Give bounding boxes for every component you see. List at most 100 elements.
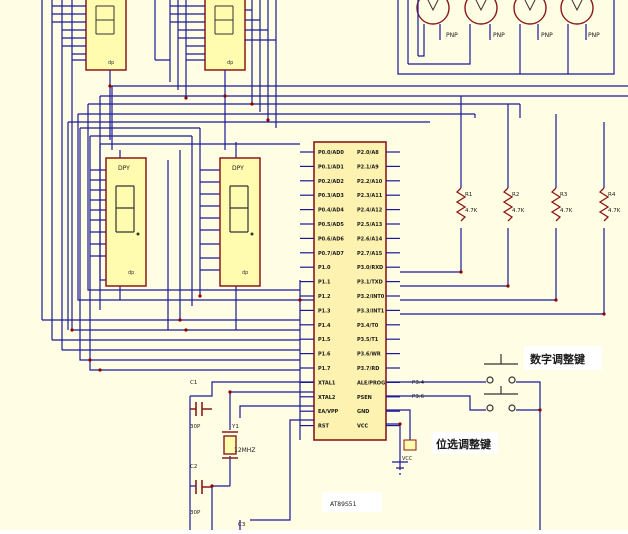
display-3: dp xyxy=(105,157,147,287)
junction-dot xyxy=(198,294,202,298)
mcu-pin-right-label: P3.5/T1 xyxy=(357,337,379,343)
capacitor-c1 xyxy=(190,402,212,416)
transistor-q2 xyxy=(464,0,498,25)
junction-dot xyxy=(298,298,302,302)
resistor-ref-2: R2 xyxy=(512,192,519,198)
mcu-pin-right-label: P2.0/A8 xyxy=(357,150,379,156)
transistor-q4 xyxy=(560,0,594,25)
mcu-pin-left-label: XTAL1 xyxy=(318,380,336,386)
vcc-marker xyxy=(403,439,417,451)
button-label-1: 数字调整键 xyxy=(530,352,586,366)
mcu-pin-left-label: EA/VPP xyxy=(318,409,339,415)
capacitor-label-c2: C2 xyxy=(190,464,197,470)
junction-dot xyxy=(108,84,112,88)
mcu-pin-right-label: PSEN xyxy=(357,395,372,401)
mcu-pin-left-label: P0.7/AD7 xyxy=(318,251,344,257)
svg-text:dp: dp xyxy=(128,270,134,276)
chip-label: AT89S51 xyxy=(330,501,357,508)
mcu-pin-left-label: P0.1/AD1 xyxy=(318,164,344,170)
junction-dots xyxy=(70,84,606,488)
mcu-pin-left-label: P1.5 xyxy=(318,337,331,343)
crystal-ref: Y1 xyxy=(231,424,239,430)
resistor-wires xyxy=(460,96,605,314)
svg-text:dp: dp xyxy=(242,270,248,276)
display-4: dp xyxy=(219,157,261,287)
resistor-r4 xyxy=(598,187,610,222)
segment-bus-wires xyxy=(41,0,300,371)
transistor-label-3: PNP xyxy=(541,32,553,39)
transistor-label-4: PNP xyxy=(588,32,600,39)
button-label-box-1 xyxy=(524,346,602,370)
junction-dot xyxy=(228,390,232,394)
junction-dot xyxy=(178,318,182,322)
mcu-pin-left-label: P0.4/AD4 xyxy=(318,208,344,214)
svg-text:dp: dp xyxy=(108,60,114,66)
button-wires xyxy=(386,381,541,530)
transistor-q1 xyxy=(416,0,450,25)
mcu-pin-right-label: P3.3/INT1 xyxy=(357,308,385,314)
capacitor-c2 xyxy=(195,480,212,494)
resistor-ref-1: R1 xyxy=(465,192,472,198)
capacitor-value-c1: 30P xyxy=(190,424,201,430)
resistor-r2 xyxy=(502,187,514,222)
transistor-q3 xyxy=(513,0,547,25)
mcu-pin-right-label: P2.2/A10 xyxy=(357,179,383,185)
svg-text:dp: dp xyxy=(227,60,233,66)
mcu-pin-right-label: P2.7/A15 xyxy=(357,251,383,257)
mcu-pin-left-label: P1.2 xyxy=(318,294,331,300)
resistor-r3 xyxy=(550,187,562,222)
display-label-4: DPY xyxy=(232,165,244,172)
mcu-pin-left-label: P0.2/AD2 xyxy=(318,179,344,185)
mcu-pin-left-label: P1.0 xyxy=(318,265,331,271)
junction-dot xyxy=(184,96,188,100)
mcu-pin-left-label: P1.6 xyxy=(318,352,331,358)
display-label-3: DPY xyxy=(118,165,130,172)
mcu-pin-left-label: P1.7 xyxy=(318,366,331,372)
vcc-label: VCC xyxy=(402,456,413,462)
mcu-pin-right-label: P3.2/INT0 xyxy=(357,294,385,300)
display-partial-1: dp xyxy=(85,0,127,71)
button-label-2: 位选调整键 xyxy=(436,437,492,451)
mcu-pin-right-label: P3.7/RD xyxy=(357,366,379,372)
port-label-p34: P3.4 xyxy=(412,380,425,386)
resistor-ref-3: R3 xyxy=(560,192,568,198)
mcu-pin-left-label: P1.4 xyxy=(318,323,331,329)
junction-dot xyxy=(538,408,542,412)
push-button-1 xyxy=(484,354,518,384)
crystal-y1 xyxy=(223,435,237,455)
mcu-pin-right-label: P2.5/A13 xyxy=(357,222,383,228)
mcu-pin-left-label: P0.5/AD5 xyxy=(318,222,344,228)
junction-dot xyxy=(459,270,463,274)
junction-dot xyxy=(210,484,214,488)
mcu-left-pins: P0.0/AD0P0.1/AD1P0.2/AD2P0.3/AD3P0.4/AD4… xyxy=(300,150,344,430)
capacitor-label-c1: C1 xyxy=(190,380,197,386)
crystal-value: 12MHZ xyxy=(234,447,255,454)
mcu-pin-right-label: P2.3/A11 xyxy=(357,193,383,199)
mcu-pin-right-label: GND xyxy=(357,409,369,415)
mcu-port-wires xyxy=(299,271,604,440)
push-button-2 xyxy=(484,386,518,412)
mcu-pin-right-label: VCC xyxy=(357,424,369,430)
upper-display-wires xyxy=(51,0,277,350)
port-label-p36: P3.6 xyxy=(412,394,425,400)
mcu-pin-right-label: P2.4/A12 xyxy=(357,208,383,214)
mcu-pin-right-label: P3.4/T0 xyxy=(357,323,379,329)
mcu-pin-left-label: XTAL2 xyxy=(318,395,336,401)
oscillator-wires xyxy=(189,381,314,530)
junction-dot xyxy=(70,328,74,332)
junction-dot xyxy=(602,312,606,316)
mcu-pin-left-label: RST xyxy=(318,424,329,430)
mcu-pin-left-label: P0.0/AD0 xyxy=(318,150,344,156)
capacitor-value-c2: 30P xyxy=(190,510,201,516)
display-partial-2: dp xyxy=(204,0,246,71)
junction-dot xyxy=(184,328,188,332)
mcu-pin-right-label: P3.0/RXD xyxy=(357,265,383,271)
junction-dot xyxy=(98,368,102,372)
mcu-pin-right-label: P2.6/A14 xyxy=(357,236,383,242)
resistor-value-4: 4.7K xyxy=(608,208,621,214)
mcu-chip xyxy=(313,141,387,441)
mcu-pin-left-label: P0.6/AD6 xyxy=(318,236,344,242)
mcu-pin-right-label: P3.1/TXD xyxy=(357,280,383,286)
